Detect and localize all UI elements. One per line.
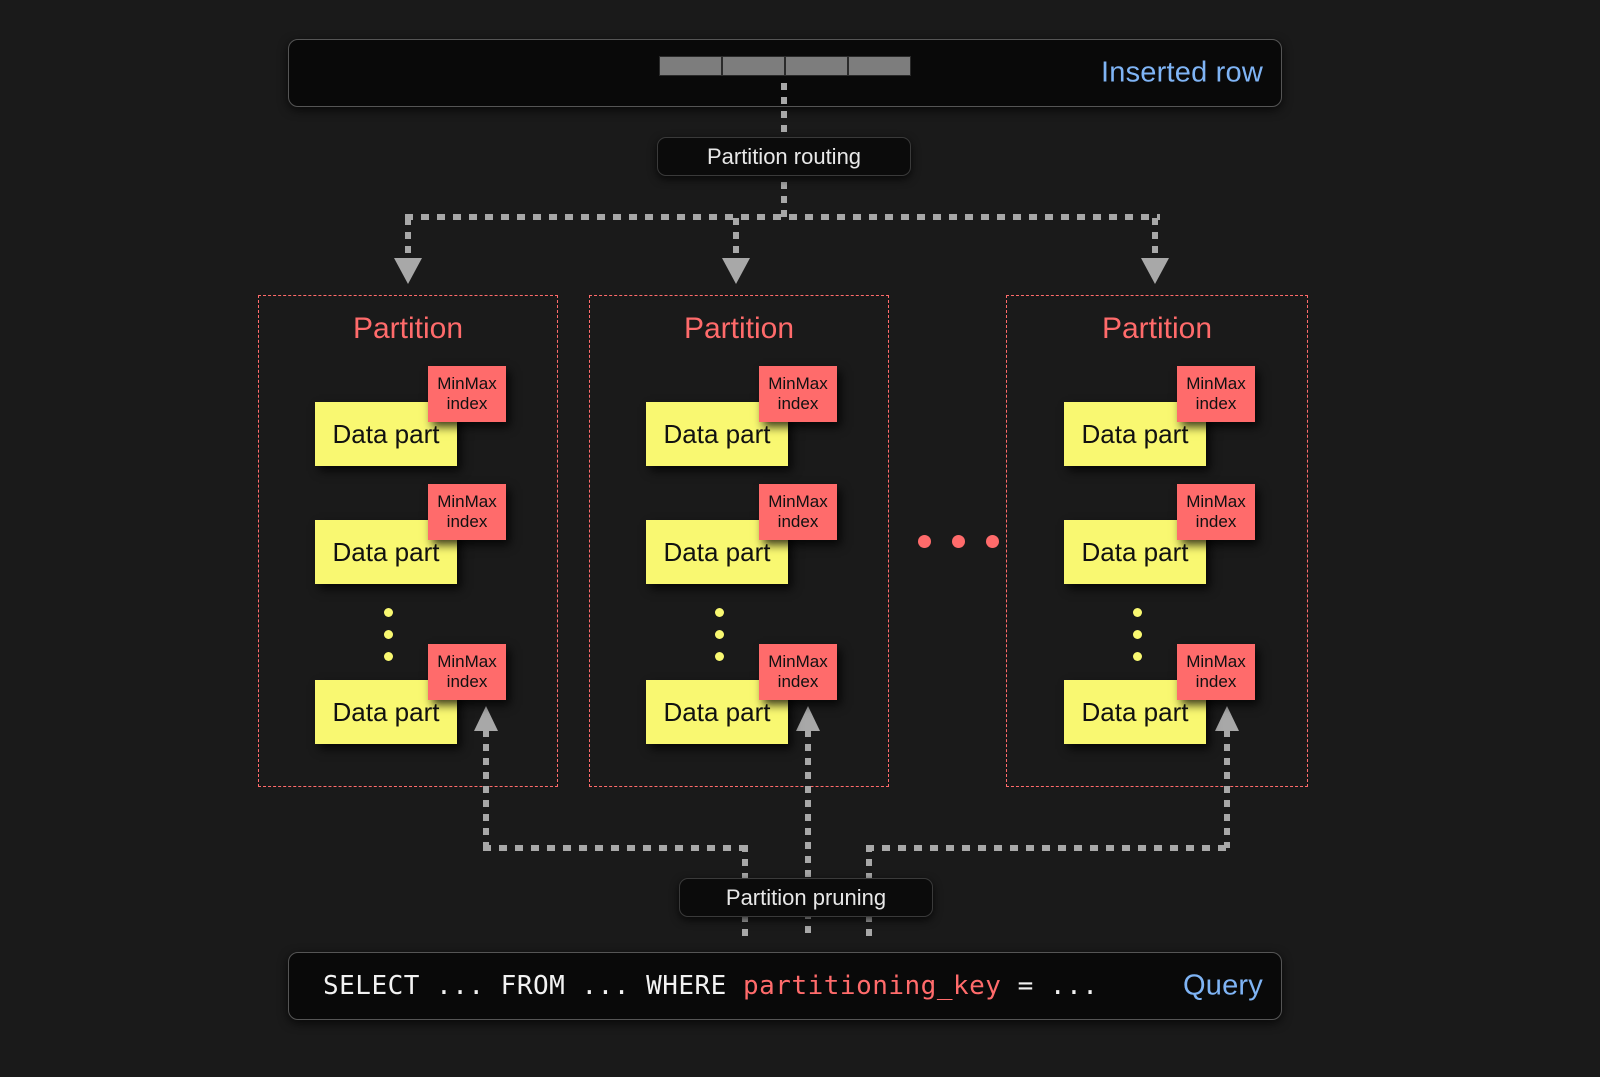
ellipsis-dot [1133,652,1142,661]
ellipsis-dot [384,630,393,639]
connector-partition-0-down [483,730,489,848]
connector-partition-1-down [805,730,811,940]
query-text: SELECT ... FROM ... WHERE partitioning_k… [323,971,1098,1001]
minmax-index-line1: MinMax [1186,492,1246,512]
partition-ellipsis [918,535,999,548]
ellipsis-dot [1133,608,1142,617]
data-part-box: Data part [315,520,457,584]
minmax-index-line1: MinMax [437,492,497,512]
partition-routing-label: Partition routing [657,137,911,176]
ellipsis-dot [986,535,999,548]
minmax-index-line1: MinMax [1186,374,1246,394]
routing-bus [405,214,1160,220]
minmax-index-box: MinMax index [759,644,837,700]
minmax-index-box: MinMax index [759,484,837,540]
minmax-index-box: MinMax index [428,484,506,540]
minmax-index-box: MinMax index [428,366,506,422]
minmax-index-line2: index [1195,394,1237,413]
data-part-ellipsis [715,608,724,661]
minmax-index-line2: index [1195,512,1237,531]
partition-title: Partition [1101,312,1213,345]
data-part-box: Data part [315,680,457,744]
arrowhead-down-partition-2 [1141,258,1169,284]
inserted-row-label: Inserted row [1101,56,1263,89]
minmax-index-line1: MinMax [768,374,828,394]
row-cell [659,56,722,76]
minmax-index-line1: MinMax [768,652,828,672]
minmax-index-line1: MinMax [437,374,497,394]
row-cell [848,56,911,76]
minmax-index-line1: MinMax [1186,652,1246,672]
connector-routing-to-bus [781,168,787,218]
minmax-index-line2: index [777,672,819,691]
partition-box-1[interactable]: Partition MinMax index Data part MinMax … [589,295,889,787]
connector-bus-to-partition-1 [733,218,739,260]
query-prefix: SELECT ... FROM ... WHERE [323,971,743,1001]
minmax-index-box: MinMax index [1177,366,1255,422]
data-part-ellipsis [384,608,393,661]
query-suffix: = ... [1001,971,1099,1001]
pruning-bus-right [866,845,1230,851]
data-part-ellipsis [1133,608,1142,661]
ellipsis-dot [384,652,393,661]
connector-bus-to-partition-0 [405,218,411,260]
minmax-index-box: MinMax index [428,644,506,700]
pruning-bus-left [483,845,748,851]
query-bar: SELECT ... FROM ... WHERE partitioning_k… [288,952,1282,1020]
minmax-index-line2: index [777,512,819,531]
ellipsis-dot [715,608,724,617]
inserted-row-cells [659,56,911,76]
partition-pruning-label: Partition pruning [679,878,933,917]
query-partitioning-key: partitioning_key [743,971,1002,1001]
arrowhead-down-partition-1 [722,258,750,284]
ellipsis-dot [1133,630,1142,639]
partition-box-0[interactable]: Partition MinMax index Data part MinMax … [258,295,558,787]
partition-box-2[interactable]: Partition MinMax index Data part MinMax … [1006,295,1308,787]
row-cell [785,56,848,76]
partition-title: Partition [352,312,464,345]
arrowhead-down-partition-0 [394,258,422,284]
row-cell [722,56,785,76]
ellipsis-dot [715,630,724,639]
minmax-index-line2: index [777,394,819,413]
minmax-index-box: MinMax index [1177,644,1255,700]
minmax-index-line1: MinMax [768,492,828,512]
minmax-index-line2: index [1195,672,1237,691]
connector-row-to-routing [781,83,787,145]
data-part-box: Data part [646,520,788,584]
ellipsis-dot [952,535,965,548]
minmax-index-line2: index [446,512,488,531]
arrowhead-up-partition-2 [1215,706,1239,731]
partition-title: Partition [683,312,795,345]
minmax-index-line2: index [446,672,488,691]
connector-partition-2-down [1224,730,1230,848]
data-part-box: Data part [315,402,457,466]
minmax-index-line1: MinMax [437,652,497,672]
arrowhead-up-partition-0 [474,706,498,731]
query-label: Query [1183,969,1263,1002]
ellipsis-dot [384,608,393,617]
arrowhead-up-partition-1 [796,706,820,731]
ellipsis-dot [715,652,724,661]
connector-bus-to-partition-2 [1152,218,1158,260]
minmax-index-line2: index [446,394,488,413]
minmax-index-box: MinMax index [759,366,837,422]
minmax-index-box: MinMax index [1177,484,1255,540]
ellipsis-dot [918,535,931,548]
